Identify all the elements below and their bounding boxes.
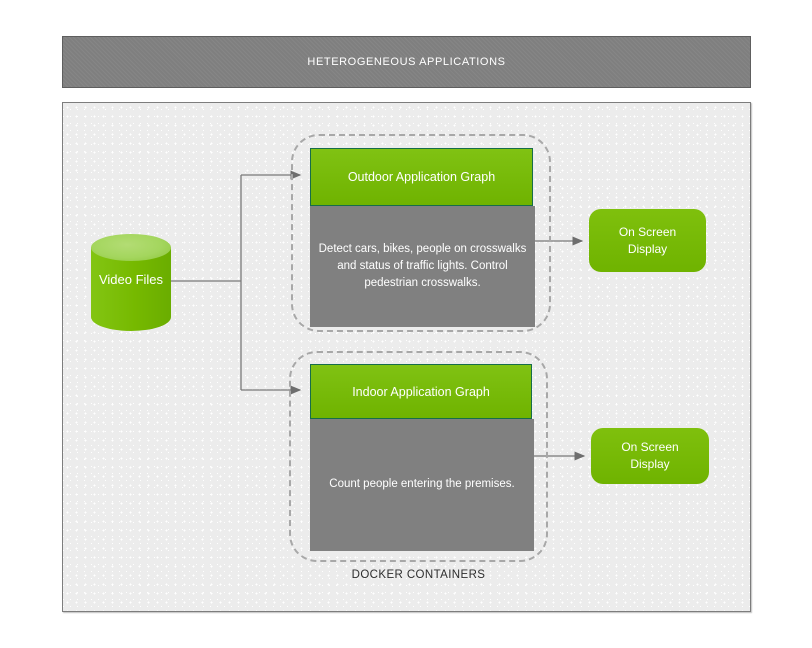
osd-top-label: On Screen Display	[618, 224, 677, 256]
indoor-graph-title-box: Indoor Application Graph	[310, 364, 532, 419]
outdoor-docker-container: Outdoor Application Graph Detect cars, b…	[291, 134, 551, 332]
on-screen-display-top: On Screen Display	[589, 209, 706, 272]
outdoor-graph-title-box: Outdoor Application Graph	[310, 148, 533, 206]
outdoor-graph-description-box: Detect cars, bikes, people on crosswalks…	[310, 206, 535, 327]
outdoor-graph-title: Outdoor Application Graph	[347, 170, 496, 184]
cylinder-top	[91, 234, 171, 261]
docker-containers-label: DOCKER CONTAINERS	[351, 569, 486, 581]
on-screen-display-bottom: On Screen Display	[591, 428, 709, 484]
osd-bottom-label: On Screen Display	[621, 440, 679, 471]
indoor-graph-description-box: Count people entering the premises.	[310, 419, 534, 551]
indoor-docker-container: Indoor Application Graph Count people en…	[289, 351, 548, 562]
video-files-node: Video Files	[91, 234, 171, 331]
indoor-graph-title: Indoor Application Graph	[352, 384, 490, 399]
banner-title: HETEROGENEOUS APPLICATIONS	[307, 56, 506, 68]
heterogeneous-applications-banner: HETEROGENEOUS APPLICATIONS	[62, 36, 751, 88]
cylinder-body	[91, 247, 171, 331]
video-files-label: Video Files	[98, 272, 164, 287]
indoor-graph-description: Count people entering the premises.	[329, 478, 515, 491]
outdoor-graph-description: Detect cars, bikes, people on crosswalks…	[318, 242, 527, 290]
diagram-stage: Video Files Outdoor Application Graph De…	[62, 102, 751, 612]
